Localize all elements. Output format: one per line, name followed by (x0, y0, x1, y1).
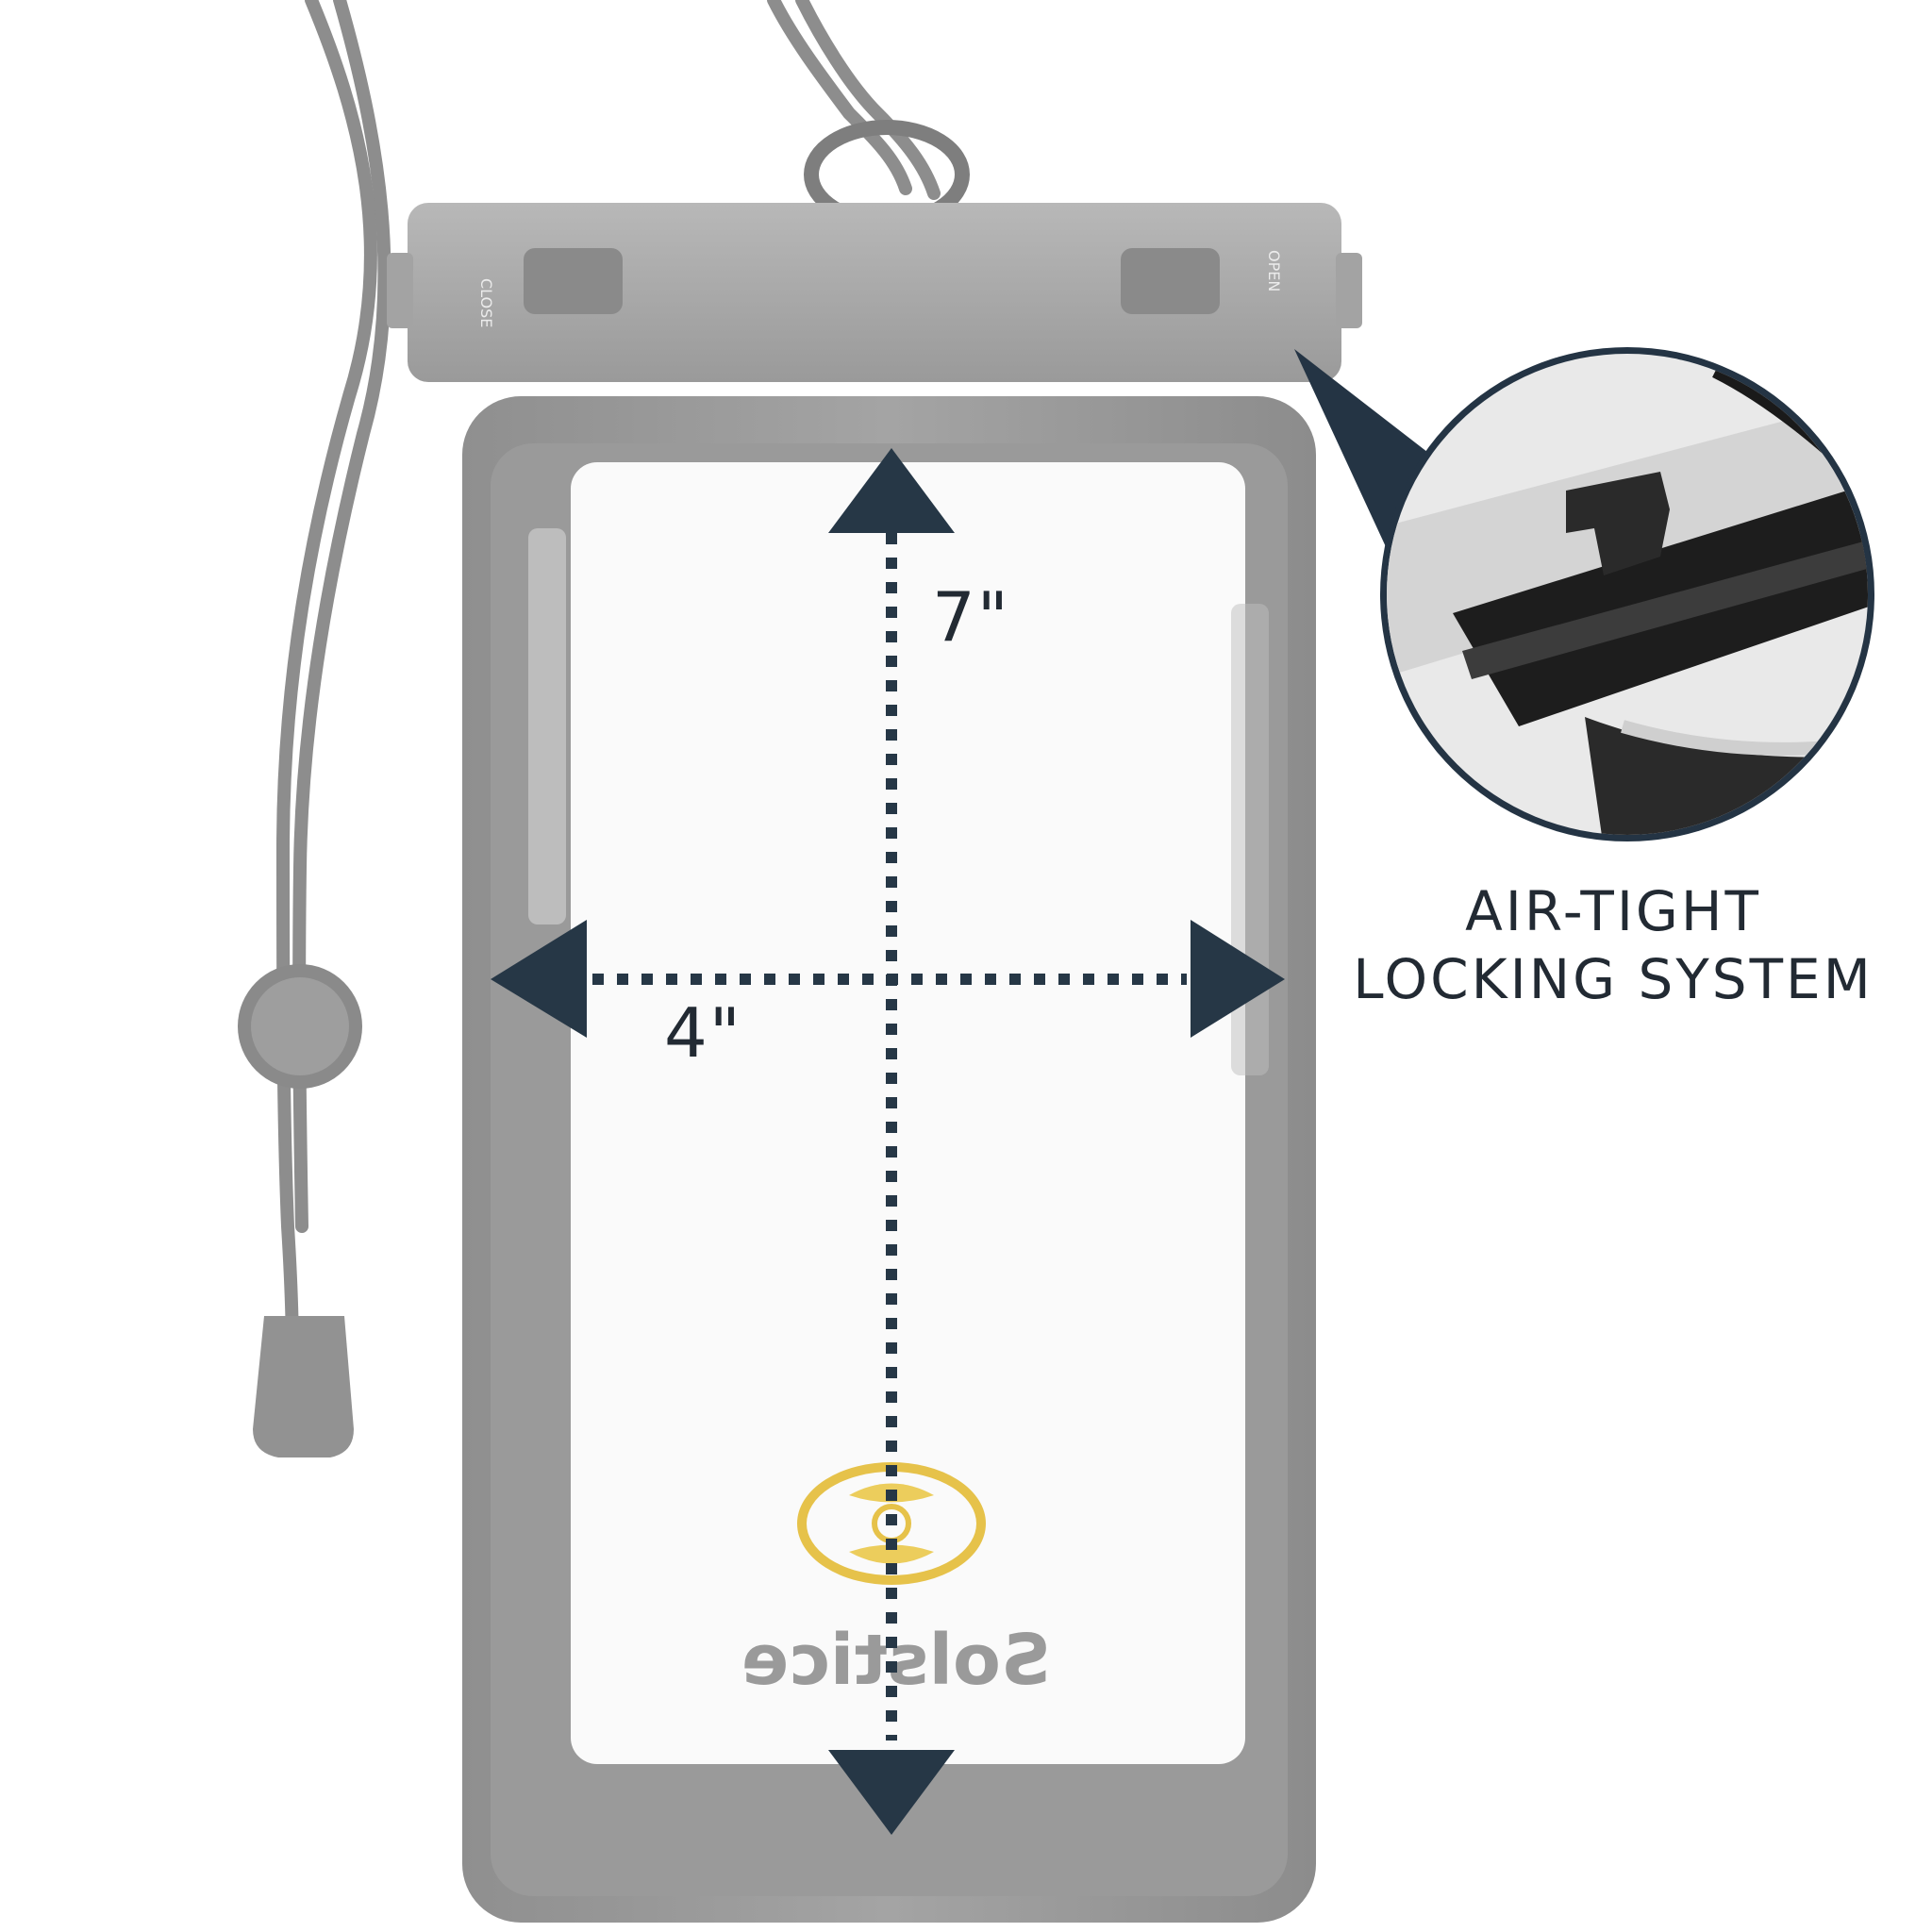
callout-line-2: LOCKING SYSTEM (1353, 947, 1874, 1011)
height-dimension-line (828, 448, 955, 1835)
arrow-up-icon (828, 448, 955, 533)
callout-caption: AIR-TIGHT LOCKING SYSTEM (1321, 877, 1906, 1013)
latch-bar: CLOSE OPEN (387, 203, 1362, 382)
zoom-detail-circle (1380, 347, 1874, 841)
cord-lock (238, 964, 362, 1089)
card-insert (571, 462, 1245, 1764)
latch-clip-right (1121, 248, 1220, 314)
callout-line-1: AIR-TIGHT (1465, 879, 1761, 943)
latch-clip-left (524, 248, 623, 314)
latch-open-print: OPEN (1265, 250, 1283, 291)
arrow-right-icon (1191, 920, 1285, 1038)
waterproof-pouch (462, 396, 1316, 1923)
arrow-left-icon (491, 920, 587, 1038)
width-dimension-label: 4" (664, 993, 742, 1073)
height-dimension-label: 7" (932, 577, 1010, 657)
latch-close-print: CLOSE (477, 278, 495, 327)
cord-end-cap (253, 1316, 354, 1457)
width-dimension-line (491, 920, 1285, 1038)
arrow-down-icon (828, 1750, 955, 1835)
